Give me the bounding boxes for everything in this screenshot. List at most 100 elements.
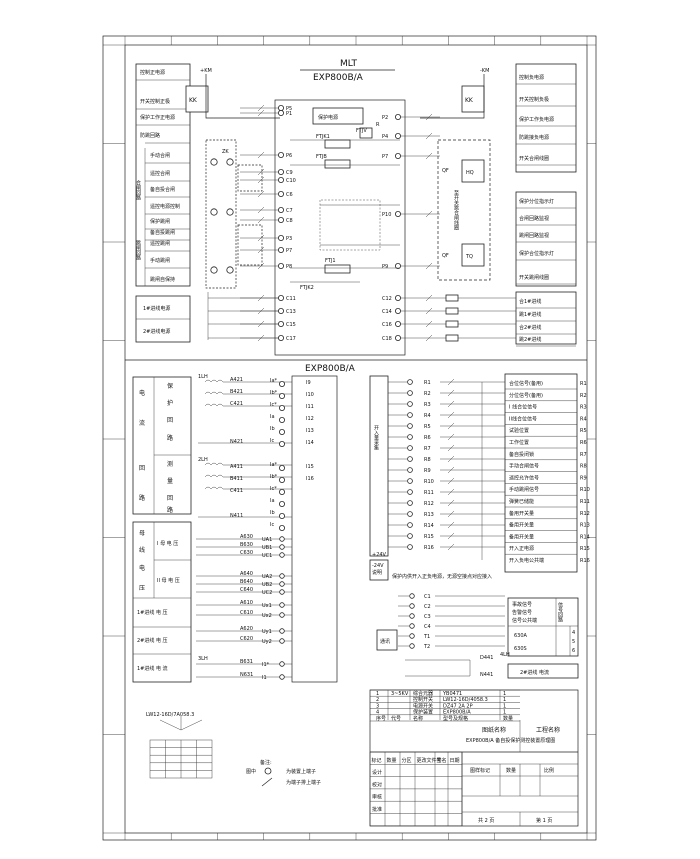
in-terminal-label-0: R1: [424, 380, 431, 386]
ct-4: N421: [230, 439, 243, 445]
top-terminal-1: [277, 105, 284, 112]
an-terminal: [278, 416, 285, 423]
sig-alarm: 告警信号: [512, 609, 532, 616]
an-terminal: [278, 440, 285, 447]
in-mark: [447, 543, 455, 551]
bus-contact: [445, 307, 459, 315]
sig-num5: 5: [572, 639, 575, 645]
ct-coil: [204, 379, 224, 383]
v-terminal-label-0: UA1: [262, 537, 272, 543]
top-terminal-r-label-6: C14: [382, 309, 392, 315]
top-terminal-mark: [257, 262, 265, 270]
zk-contact: [210, 208, 218, 216]
top-terminal-label-2: P6: [286, 153, 292, 159]
an-terminal-label-0: Ia*: [270, 378, 278, 384]
v-terminal: [279, 573, 285, 579]
tq-coil: TQ: [465, 254, 473, 260]
device-model-top: EXP800B/A: [313, 73, 364, 83]
parts-cell-1-2: 控制开关: [413, 696, 433, 703]
comm-label-3: C4: [424, 624, 431, 630]
relay-ftjk2: FTJK2: [300, 285, 314, 291]
in-terminal: [407, 489, 413, 495]
top-terminal-r-mark: [425, 294, 433, 302]
line2-ct: 4LH: [500, 652, 510, 658]
cur-main-2: 回: [139, 465, 145, 472]
sig-code2: 630S: [514, 646, 527, 652]
v-wire-10: 3LH: [198, 656, 208, 662]
sig-side: 信号回路: [557, 601, 563, 623]
comm-label: 通讯: [380, 638, 390, 645]
ct-coil: [204, 403, 224, 407]
top-terminal-r-mark: [425, 152, 433, 160]
top-terminal-3: [277, 168, 284, 175]
top-terminal-label-1: P5: [286, 106, 292, 112]
legend-title: 备注:: [260, 759, 272, 766]
top-terminal-r-2: [394, 152, 401, 159]
parts-cell-0-3: YB0471: [442, 691, 462, 697]
in-terminal-label-4: R5: [424, 424, 431, 430]
an-terminal: [278, 513, 285, 520]
in-terminal: [407, 522, 413, 528]
top-right-label-3: 防跳接负电源: [519, 134, 549, 141]
an-inner-7: I16: [306, 476, 314, 482]
top-terminal-label-4: C10: [286, 178, 296, 184]
cur-main-0: 电: [139, 389, 145, 397]
ct-0: 1LH: [198, 374, 208, 380]
input-code-2: R3: [580, 405, 587, 411]
an-terminal-label-9: Ia: [270, 498, 275, 504]
ct-1: A421: [230, 377, 243, 383]
top-terminal-mark: [257, 216, 265, 224]
in-terminal-label-8: R9: [424, 468, 431, 474]
bus-label-1: 线: [139, 546, 145, 554]
cur-measure-3: 路: [167, 506, 173, 514]
parts-cell-4-4: 数量: [503, 715, 513, 722]
parts-cell-0-2: 综合元器: [413, 690, 433, 697]
v-terminal-label-7: Ux2: [262, 613, 272, 619]
input-label-15: 开入负电公共端: [509, 557, 544, 564]
in-terminal: [407, 412, 413, 418]
an-terminal: [278, 500, 285, 507]
v-terminal: [279, 544, 285, 550]
rev-head-2: 分区: [402, 757, 412, 764]
top-terminal-9: [277, 246, 284, 253]
input-label-1: 分位信号(备用): [509, 392, 543, 399]
in-terminal-label-2: R3: [424, 402, 431, 408]
in-terminal-label-10: R11: [424, 490, 434, 496]
device-model-mid: EXP800B/A: [305, 364, 356, 374]
comm-terminal: [409, 643, 415, 649]
in-terminal: [407, 401, 413, 407]
parts-cell-0-4: 1: [503, 691, 506, 697]
top-terminal-r-mark: [425, 262, 433, 270]
ct-coil: [204, 486, 224, 490]
in-terminal: [407, 511, 413, 517]
cur-measure-2: 回: [167, 495, 173, 502]
input-code-12: R13: [580, 523, 590, 529]
parts-cell-3-0: 4: [376, 710, 379, 716]
parts-cell-3-4: 1: [503, 710, 506, 716]
in-mark: [447, 455, 455, 463]
minus24: -24V: [372, 563, 384, 569]
top-terminal-label-3: C9: [286, 170, 293, 176]
top-left-label-0: 控制正电源: [140, 69, 165, 76]
label-line1-power: 1#进线电源: [143, 305, 170, 312]
page-total: 共 2 页: [478, 817, 494, 824]
note-label: 说明: [372, 569, 382, 576]
top-terminal-label-14: C17: [286, 336, 296, 342]
top-terminal-r-7: [394, 320, 401, 327]
top-terminal-r-label-1: P4: [382, 134, 388, 140]
qf-close: QF: [442, 168, 449, 174]
v-terminal: [279, 674, 285, 680]
in-terminal: [407, 445, 413, 451]
zk-contact: [210, 266, 218, 274]
relay-ftjv: FTJV: [356, 128, 367, 134]
bus-contact: [445, 334, 459, 342]
input-code-8: R9: [580, 475, 587, 481]
top-left-label-4: 手动合闸: [150, 152, 170, 159]
top-terminal-4: [277, 176, 284, 183]
parts-cell-3-3: EXP800B/A: [443, 710, 471, 716]
device-name-top: MLT: [340, 59, 358, 69]
top-terminal-r-label-8: C18: [382, 336, 392, 342]
input-title: 开入量采集: [373, 425, 379, 451]
in-terminal: [407, 390, 413, 396]
parts-cell-2-3: DZ47 2A 2P: [443, 703, 473, 709]
